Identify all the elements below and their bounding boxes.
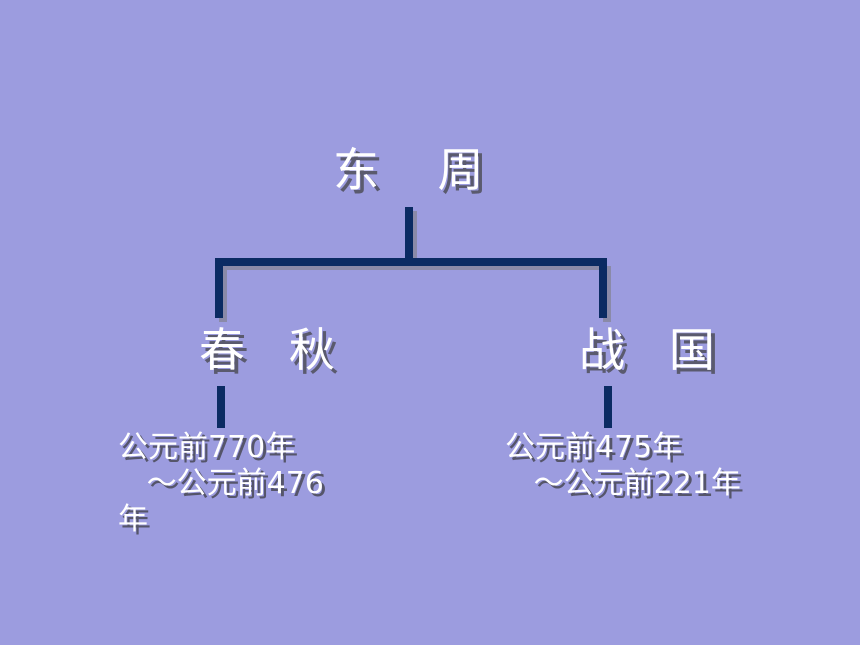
right-node-title: 战 国	[579, 323, 715, 377]
left-node-title: 春 秋	[199, 323, 335, 377]
right-period-text: 公元前475年 ～公元前221年	[505, 430, 741, 501]
root-node-title: 东 周	[333, 143, 484, 197]
left-period-text: 公元前770年 ～公元前476年	[118, 430, 324, 537]
